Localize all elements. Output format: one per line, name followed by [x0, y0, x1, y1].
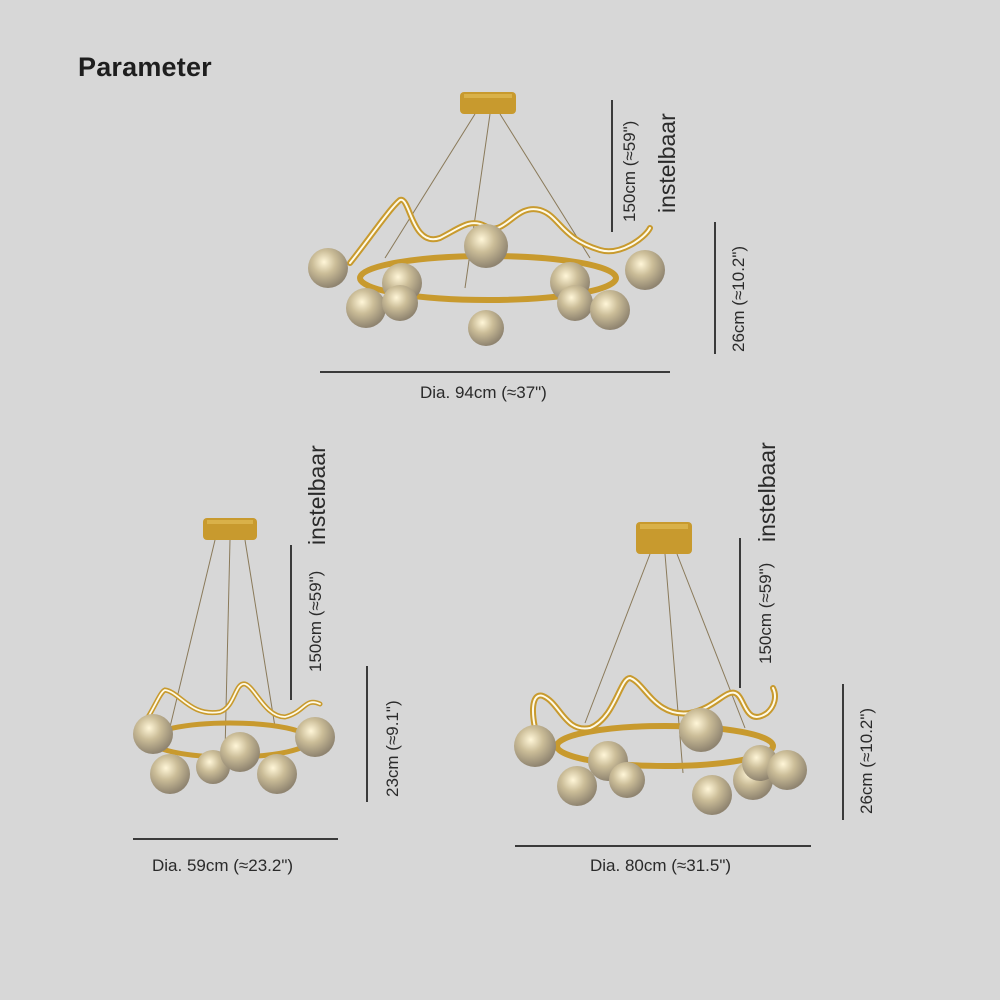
- cable-label-small: 150cm (≈59"): [306, 570, 325, 672]
- adjustable-label-large: instelbaar: [654, 113, 680, 213]
- height-line-large: [714, 222, 716, 354]
- chandelier-medium-image: [514, 522, 807, 815]
- height-line-small: [366, 666, 368, 802]
- height-label-large: 26cm (≈10.2"): [729, 245, 748, 352]
- cable-line-small: [290, 545, 292, 700]
- adjustable-label-small: instelbaar: [304, 445, 330, 545]
- height-line-medium: [842, 684, 844, 820]
- cable-line-large: [611, 100, 613, 232]
- diameter-line-large: [320, 371, 670, 373]
- diameter-label-large: Dia. 94cm (≈37"): [420, 383, 547, 402]
- diameter-line-medium: [515, 845, 811, 847]
- cable-label-medium: 150cm (≈59"): [756, 562, 775, 664]
- height-label-medium: 26cm (≈10.2"): [857, 707, 876, 814]
- height-label-small: 23cm (≈9.1"): [383, 700, 402, 797]
- diameter-line-small: [133, 838, 338, 840]
- diameter-label-medium: Dia. 80cm (≈31.5"): [590, 856, 732, 875]
- adjustable-label-medium: instelbaar: [754, 442, 780, 542]
- cable-label-large: 150cm (≈59"): [620, 120, 639, 222]
- cable-line-medium: [739, 538, 741, 688]
- page-title: Parameter: [78, 52, 212, 82]
- diameter-label-small: Dia. 59cm (≈23.2"): [152, 856, 294, 875]
- chandelier-small-image: [133, 518, 335, 794]
- chandelier-large-image: [308, 92, 665, 346]
